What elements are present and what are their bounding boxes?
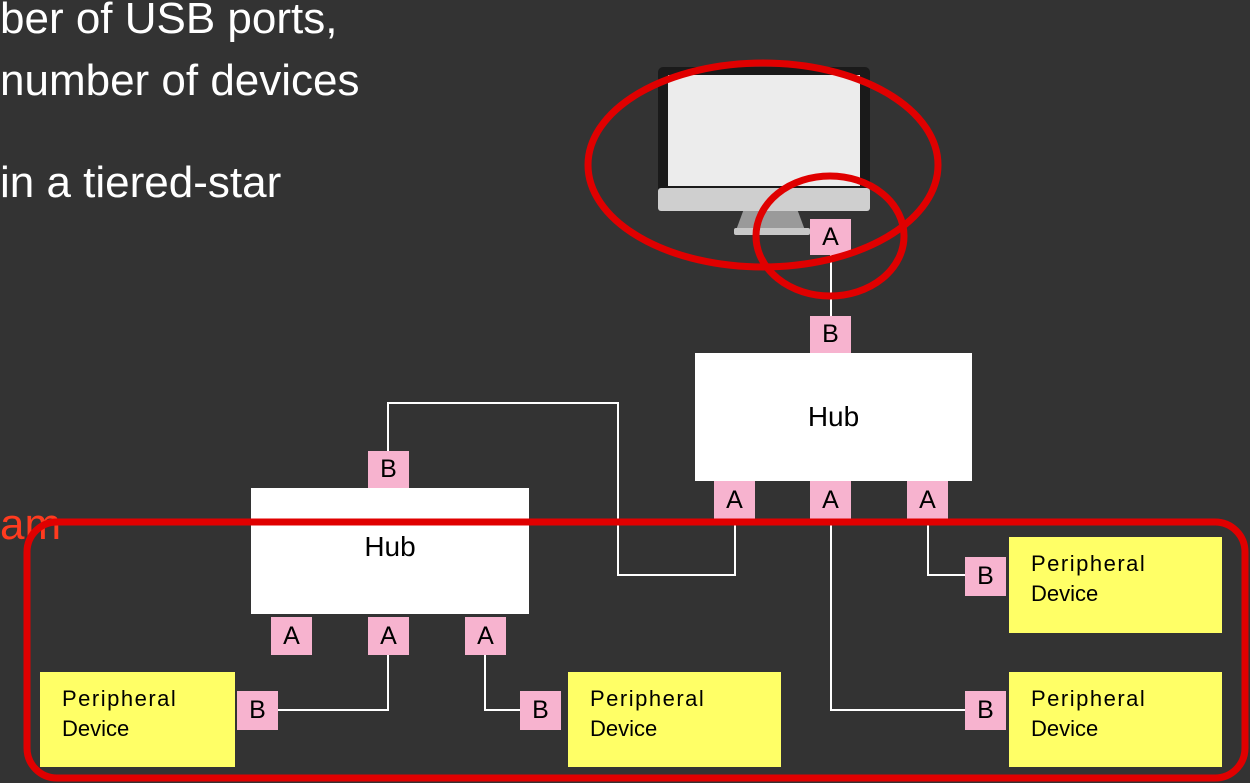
device-label-line2: Device (1031, 716, 1099, 741)
device-4-port-b: B (520, 691, 561, 730)
device-label-line1: Peripheral (590, 686, 706, 711)
top-hub-port-b: B (810, 316, 851, 353)
peripheral-device-4: Peripheral Device (568, 672, 781, 767)
left-hub: Hub (251, 488, 529, 614)
top-hub-port-a-3: A (907, 481, 948, 519)
left-hub-port-a-3: A (465, 617, 506, 655)
slide-text-line-1: ber of USB ports, (0, 0, 338, 43)
device-3-port-b: B (237, 691, 278, 730)
slide-text-line-2: number of devices (0, 56, 360, 105)
device-1-port-b: B (965, 557, 1006, 596)
top-hub: Hub (695, 353, 972, 481)
peripheral-device-1: Peripheral Device (1009, 537, 1222, 633)
slide-text-line-3: in a tiered-star (0, 158, 282, 207)
line-hub-to-device-4 (484, 655, 520, 711)
device-2-port-b: B (965, 691, 1006, 730)
device-label-line2: Device (590, 716, 658, 741)
line-hub-to-device-3 (278, 655, 389, 711)
line-hub-to-device-2 (830, 520, 965, 711)
host-port-a: A (810, 219, 851, 255)
device-label-line2: Device (1031, 581, 1099, 606)
left-hub-port-a-2: A (368, 617, 409, 655)
peripheral-device-3: Peripheral Device (40, 672, 235, 767)
left-hub-port-b: B (368, 451, 409, 488)
top-hub-port-a-1: A (714, 481, 755, 519)
device-label-line1: Peripheral (1031, 686, 1147, 711)
monitor-icon (658, 67, 870, 235)
top-hub-port-a-2: A (810, 481, 851, 519)
line-hub-to-device-1 (927, 520, 965, 576)
left-hub-port-a-1: A (271, 617, 312, 655)
device-label-line2: Device (62, 716, 130, 741)
device-label-line1: Peripheral (1031, 551, 1147, 576)
device-label-line1: Peripheral (62, 686, 178, 711)
peripheral-device-2: Peripheral Device (1009, 672, 1222, 767)
